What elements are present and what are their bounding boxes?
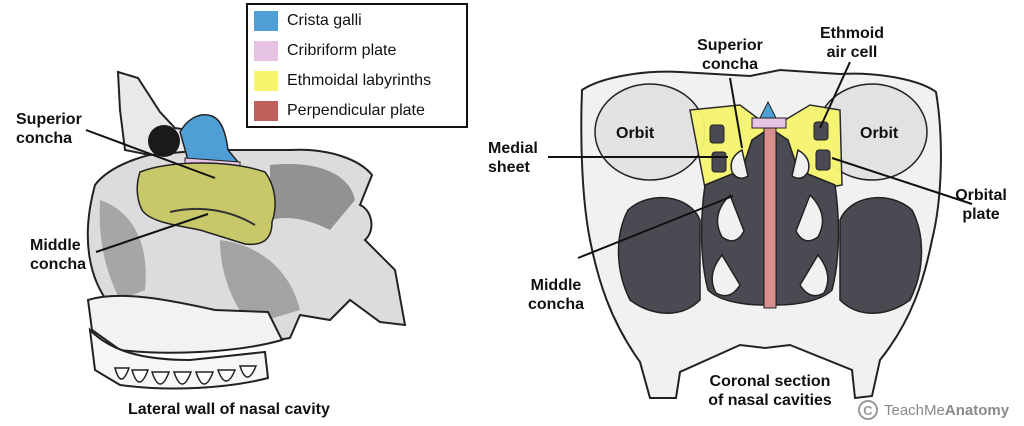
shading-dark-2 bbox=[270, 164, 355, 230]
pointer-superior-concha-left bbox=[85, 129, 216, 179]
legend-box: Crista galli Cribriform plate Ethmoidal … bbox=[246, 3, 468, 128]
middle-concha-fold-lateral bbox=[169, 207, 256, 226]
foramen-hole bbox=[148, 125, 180, 157]
shading-dark-3 bbox=[220, 240, 300, 325]
label-superior-concha-left: Superior concha bbox=[16, 111, 82, 147]
label-ethmoid-air-cell: Ethmoid air cell bbox=[820, 25, 884, 61]
brand-suffix: Anatomy bbox=[944, 401, 1010, 419]
legend-label-ethmoidal-labyrinths: Ethmoidal labyrinths bbox=[287, 72, 432, 89]
maxillary-sinus-right bbox=[839, 196, 923, 314]
legend-label-perpendicular-plate: Perpendicular plate bbox=[287, 102, 425, 119]
caption-coronal-section: Coronal section of nasal cavities bbox=[708, 373, 832, 409]
copyright-icon: C bbox=[858, 400, 878, 420]
pointer-middle-concha-right bbox=[577, 195, 734, 259]
brand-prefix: TeachMe bbox=[884, 401, 945, 419]
legend-swatch-cribriform-plate bbox=[254, 41, 278, 61]
pointer-orbital-plate bbox=[831, 157, 973, 205]
caption-lateral-wall: Lateral wall of nasal cavity bbox=[128, 401, 330, 418]
lateral-wall-illustration bbox=[85, 70, 407, 390]
maxillary-sinus-left bbox=[617, 196, 701, 314]
label-medial-sheet: Medial sheet bbox=[488, 140, 538, 176]
legend-swatch-perpendicular-plate bbox=[254, 101, 278, 121]
pointer-superior-concha-right bbox=[729, 77, 743, 149]
label-orbital-plate: Orbital plate bbox=[955, 187, 1007, 223]
perpendicular-plate-coronal bbox=[763, 127, 777, 309]
legend-item-perpendicular-plate: Perpendicular plate bbox=[254, 99, 425, 123]
legend-item-crista-galli: Crista galli bbox=[254, 9, 362, 33]
legend-item-cribriform-plate: Cribriform plate bbox=[254, 39, 396, 63]
ethmoidal-labyrinth-lateral bbox=[136, 162, 276, 246]
crista-galli-lateral bbox=[179, 114, 240, 163]
teachmeanatomy-watermark: C TeachMe Anatomy bbox=[858, 397, 1009, 423]
maxilla-lateral bbox=[86, 294, 284, 354]
legend-item-ethmoidal-labyrinths: Ethmoidal labyrinths bbox=[254, 69, 431, 93]
conchae-curls bbox=[711, 148, 829, 297]
label-orbit-left: Orbit bbox=[616, 125, 655, 142]
teeth-row bbox=[114, 365, 258, 385]
label-superior-concha-right: Superior concha bbox=[697, 37, 763, 73]
label-middle-concha-left: Middle concha bbox=[30, 237, 87, 273]
label-middle-concha-right: Middle concha bbox=[527, 277, 584, 313]
legend-label-crista-galli: Crista galli bbox=[287, 12, 362, 29]
pointer-ethmoid-air-cell bbox=[819, 61, 851, 129]
shading-dark-1 bbox=[99, 200, 146, 300]
legend-label-cribriform-plate: Cribriform plate bbox=[287, 42, 397, 59]
legend-swatch-ethmoidal-labyrinths bbox=[254, 71, 278, 91]
legend-swatch-crista-galli bbox=[254, 11, 278, 31]
pointer-middle-concha-left bbox=[95, 213, 209, 253]
crista-galli-coronal bbox=[759, 100, 777, 119]
label-orbit-right: Orbit bbox=[860, 125, 899, 142]
cribriform-plate-coronal bbox=[751, 117, 787, 129]
